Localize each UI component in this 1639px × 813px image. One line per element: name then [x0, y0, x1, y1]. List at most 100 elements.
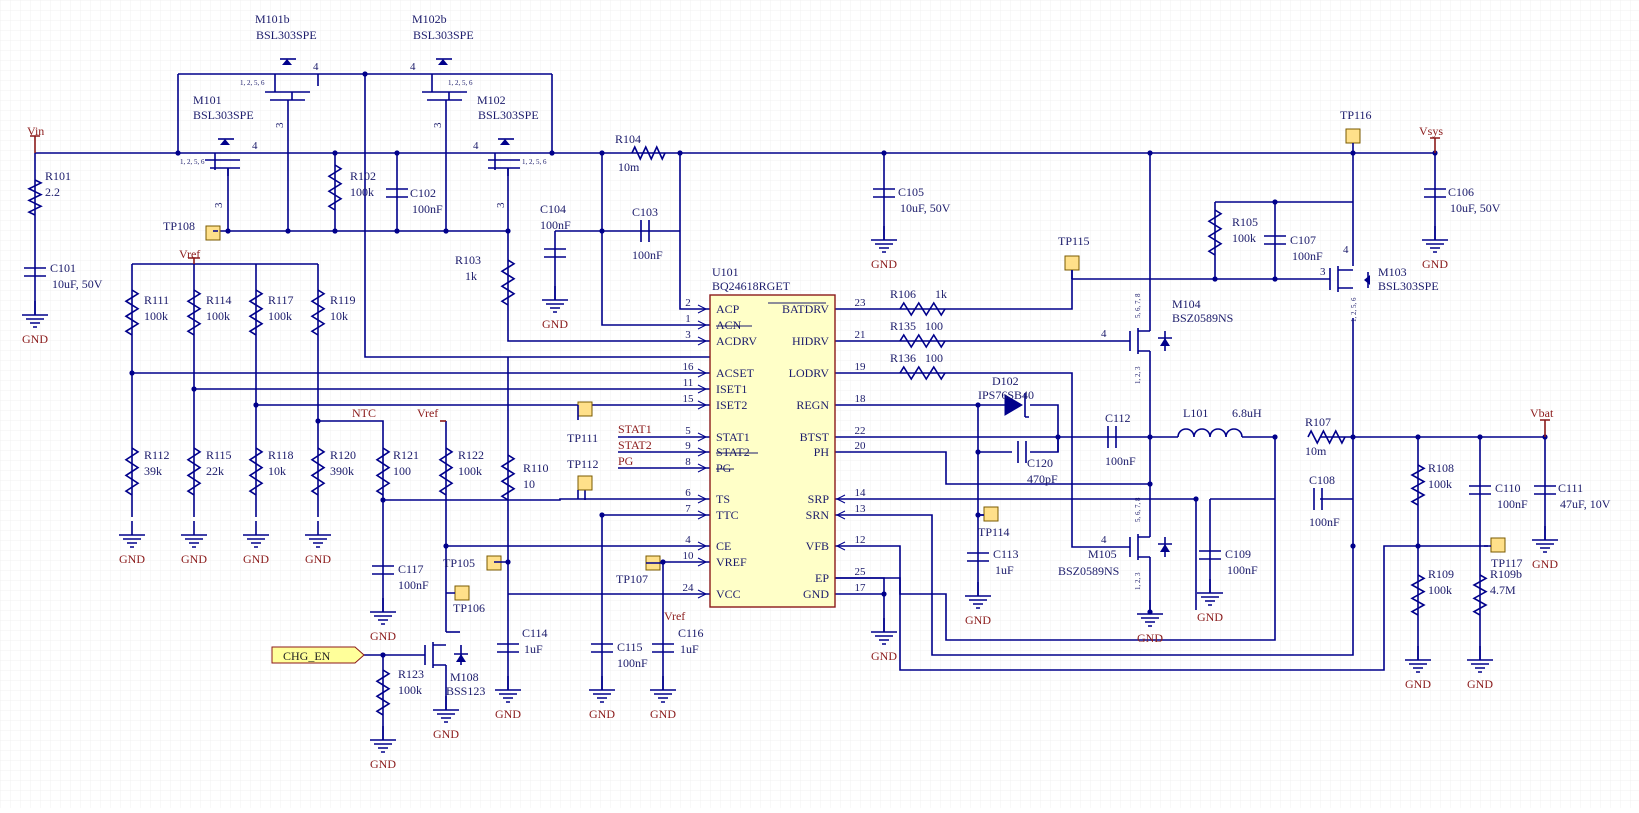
capacitor-c102[interactable] [386, 188, 408, 198]
junction-dot [505, 228, 511, 234]
resistors [27, 145, 1488, 716]
mosfet-m104[interactable]: 5, 6, 7, 8 1, 2, 3 4 M104 BSZ0589NS [1101, 293, 1233, 384]
chg-en-port[interactable]: CHG_EN [271, 646, 365, 664]
resistor-ref: R109b [1490, 567, 1522, 581]
test-point-tp114[interactable]: TP114 [978, 506, 1010, 539]
capacitor-c105[interactable] [873, 188, 895, 198]
ic-pin-name: PG [716, 461, 732, 475]
ic-pin-number: 23 [855, 297, 867, 309]
resistor-r117[interactable] [248, 289, 264, 336]
test-point-tp108[interactable]: TP108 [163, 219, 221, 241]
resistor-r109[interactable] [1410, 574, 1426, 616]
ic-overlines [716, 325, 758, 470]
resistor-r119[interactable] [310, 289, 326, 336]
inductor-ref: L101 [1183, 406, 1208, 420]
capacitor-ref: C113 [993, 547, 1019, 561]
capacitor-c120[interactable] [1017, 441, 1027, 463]
ic-pin-arrow [697, 304, 708, 314]
capacitor-c111[interactable] [1534, 485, 1556, 495]
junction-dot [1477, 434, 1483, 440]
diode-d102[interactable]: D102 IPS76SB40 [978, 374, 1034, 418]
junction-dot [1147, 150, 1153, 156]
test-point-tp105[interactable]: TP105 [443, 555, 502, 571]
resistor-r114[interactable] [186, 289, 202, 336]
ground-symbol: GND [433, 696, 459, 741]
capacitor-c110[interactable] [1469, 485, 1491, 495]
capacitor-c108[interactable] [1313, 488, 1323, 510]
resistor-value: 22k [206, 464, 224, 478]
ground-symbol: GND [370, 598, 396, 643]
capacitor-c112[interactable] [1107, 426, 1117, 448]
resistor-ref: R111 [144, 293, 169, 307]
capacitor-c104[interactable] [544, 248, 566, 258]
capacitor-value: 100nF [617, 656, 648, 670]
mosfet-m108[interactable]: M108 BSS123 [424, 642, 485, 698]
resistor-r118[interactable] [248, 447, 264, 496]
resistor-r111[interactable] [124, 289, 140, 336]
m102-part: BSL303SPE [478, 108, 539, 122]
resistor-r109b[interactable] [1472, 574, 1488, 616]
capacitor-ref: C106 [1448, 185, 1474, 199]
capacitor-c116[interactable] [652, 643, 674, 653]
test-point-tp115[interactable]: TP115 [1058, 234, 1090, 271]
inductor-l101[interactable]: L101 6.8uH [1177, 406, 1262, 438]
resistor-r121[interactable] [375, 447, 391, 496]
test-point-tp106[interactable]: TP106 [453, 585, 485, 615]
capacitor-c117[interactable] [372, 565, 394, 575]
resistor-r110[interactable] [500, 454, 516, 501]
capacitor-ref: C116 [678, 626, 704, 640]
vref-port-1: Vref [179, 247, 200, 264]
mosfet-m101[interactable]: 1, 2, 5, 6 4 3 M101 BSL303SPE [180, 93, 258, 208]
mosfet-m102[interactable]: 1, 2, 5, 6 4 3 M102 BSL303SPE [473, 93, 547, 208]
resistor-r108[interactable] [1410, 464, 1426, 506]
m103-part: BSL303SPE [1378, 279, 1439, 293]
junction-dot [443, 228, 449, 234]
capacitor-c115[interactable] [591, 643, 613, 653]
ic-pin-number: 12 [855, 534, 866, 546]
test-point-tp111[interactable]: TP111 [567, 401, 598, 445]
junction-dot [677, 150, 683, 156]
resistor-r102[interactable] [327, 164, 343, 211]
resistor-r101[interactable] [27, 179, 43, 216]
capacitor-c114[interactable] [497, 643, 519, 653]
capacitor-value: 100nF [540, 218, 571, 232]
test-point-tp116[interactable]: TP116 [1340, 108, 1372, 144]
resistor-r120[interactable] [310, 447, 326, 496]
resistor-r104[interactable] [631, 145, 666, 161]
mosfet-m101b[interactable]: 1, 2, 5, 6 4 3 M101b BSL303SPE [240, 12, 319, 128]
capacitor-c113[interactable] [967, 552, 989, 562]
resistor-r112[interactable] [124, 447, 140, 496]
test-point-tp117[interactable]: TP117 [1490, 537, 1523, 570]
resistor-r135[interactable] [899, 333, 946, 349]
resistor-r107[interactable] [1307, 429, 1346, 445]
vbat-port: Vbat [1530, 406, 1554, 437]
ic-pin-arrow [697, 447, 708, 457]
ic-pin-arrow [697, 557, 708, 567]
mosfet-m102b[interactable]: 1, 2, 5, 6 4 3 M102b BSL303SPE [410, 12, 474, 128]
test-point-tp112[interactable]: TP112 [567, 457, 599, 491]
capacitor-c106[interactable] [1424, 188, 1446, 198]
resistor-r136[interactable] [899, 365, 946, 381]
resistor-r115[interactable] [186, 447, 202, 496]
ic-pin-name: VFB [806, 539, 829, 553]
resistor-value: 100 [925, 319, 943, 333]
resistor-r122[interactable] [438, 447, 454, 496]
resistor-r106[interactable] [899, 301, 946, 317]
resistor-value: 1k [465, 269, 477, 283]
test-point-label: TP106 [453, 601, 485, 615]
resistor-r103[interactable] [500, 259, 516, 306]
m105-source-pins: 1, 2, 3 [1134, 572, 1142, 590]
mosfet-m105[interactable]: 5, 6, 7, 8 1, 2, 3 4 M105 BSZ0589NS [1058, 497, 1172, 590]
resistor-r105[interactable] [1207, 209, 1223, 256]
m102b-drain-pin: 3 [432, 122, 444, 128]
ic-pin-name: VCC [716, 587, 741, 601]
test-point-label: TP111 [567, 431, 598, 445]
resistor-ref: R109 [1428, 567, 1454, 581]
resistor-ref: R103 [455, 253, 481, 267]
capacitor-c107[interactable] [1264, 235, 1286, 245]
capacitor-c103[interactable] [640, 220, 650, 242]
mosfet-m103[interactable]: 1, 2, 5, 6 4 3 M103 BSL303SPE [1320, 244, 1439, 322]
resistor-r123[interactable] [375, 669, 391, 716]
capacitor-ref: C103 [632, 205, 658, 219]
